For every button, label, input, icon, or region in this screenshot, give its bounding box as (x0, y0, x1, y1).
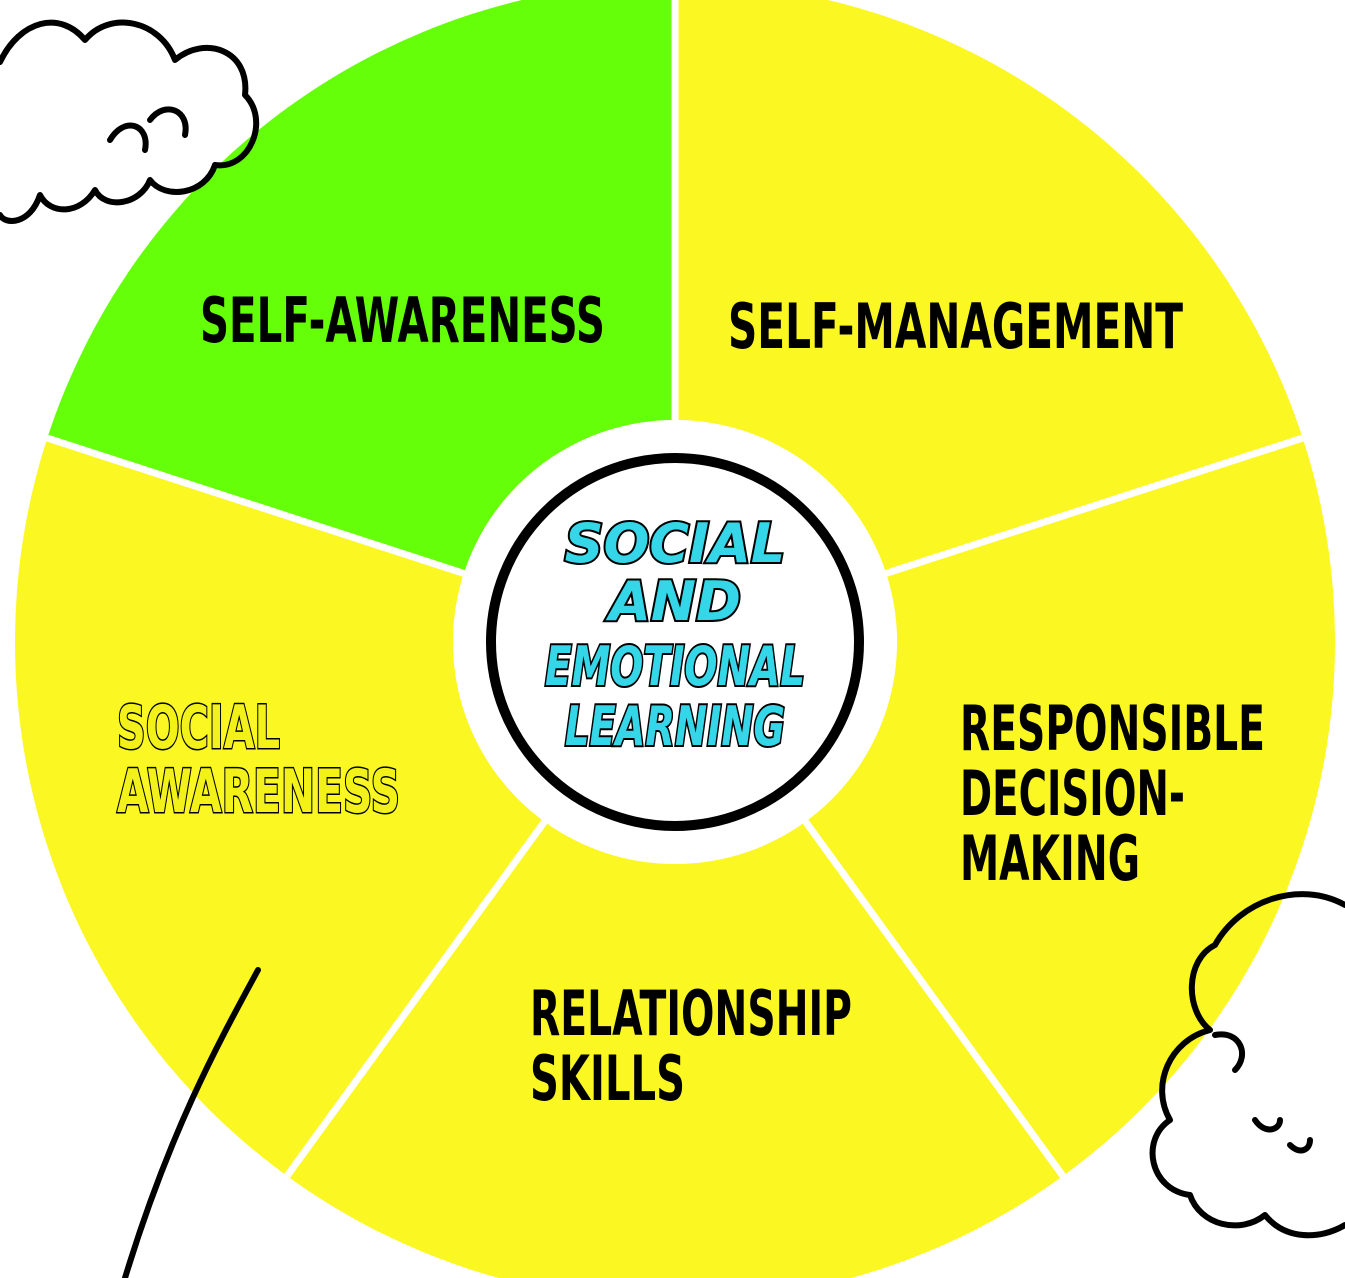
label-responsible-line-1: RESPONSIBLE (960, 692, 1265, 765)
label-relationship-line-2: SKILLS (530, 1042, 685, 1115)
segment-divider (802, 819, 1066, 1179)
segment-self-awareness[interactable] (675, 0, 1303, 574)
center-title-line-4: LEARNING (565, 695, 785, 758)
label-social-awareness-line-1: SOCIAL (117, 693, 280, 763)
string-line-doodle (122, 967, 261, 1278)
center-title-line-1: SOCIAL (565, 512, 786, 575)
segment-self-management[interactable] (805, 438, 1335, 1176)
cloud-doodle-top-left-inner (107, 106, 189, 153)
label-relationship-skills: RELATIONSHIP SKILLS (530, 977, 852, 1115)
label-self-management: SELF-MANAGEMENT (728, 290, 1183, 363)
segment-divider (284, 819, 548, 1179)
wheel-segments (14, 0, 1335, 1278)
label-responsible-line-2: DECISION- (960, 757, 1185, 830)
center-title: SOCIAL AND EMOTIONAL LEARNING (543, 510, 807, 760)
cloud-doodle-bottom-right-inner (1212, 1031, 1313, 1154)
label-social-awareness: SOCIAL AWARENESS (116, 692, 402, 829)
segment-divider (885, 434, 1304, 577)
center-title-line-3: EMOTIONAL (545, 635, 805, 698)
cloud-doodle-top-left (0, 19, 260, 224)
segment-responsible-decision-making[interactable] (287, 821, 1063, 1278)
label-responsible-line-3: MAKING (960, 822, 1140, 895)
label-responsible-decision-making: RESPONSIBLE DECISION- MAKING (960, 692, 1265, 895)
label-social-awareness-line-2: AWARENESS (117, 757, 400, 827)
cloud-doodle-bottom-right (1149, 891, 1345, 1239)
center-title-line-2: AND (605, 570, 741, 633)
segment-divider (46, 434, 465, 577)
center-badge[interactable] (486, 453, 864, 831)
segment-dividers (46, 0, 1304, 1179)
segment-relationship-skills[interactable] (14, 438, 545, 1176)
label-relationship-line-1: RELATIONSHIP (530, 977, 852, 1050)
label-self-awareness: SELF-AWARENESS (200, 284, 605, 357)
segment-social-awareness[interactable] (47, 0, 675, 574)
